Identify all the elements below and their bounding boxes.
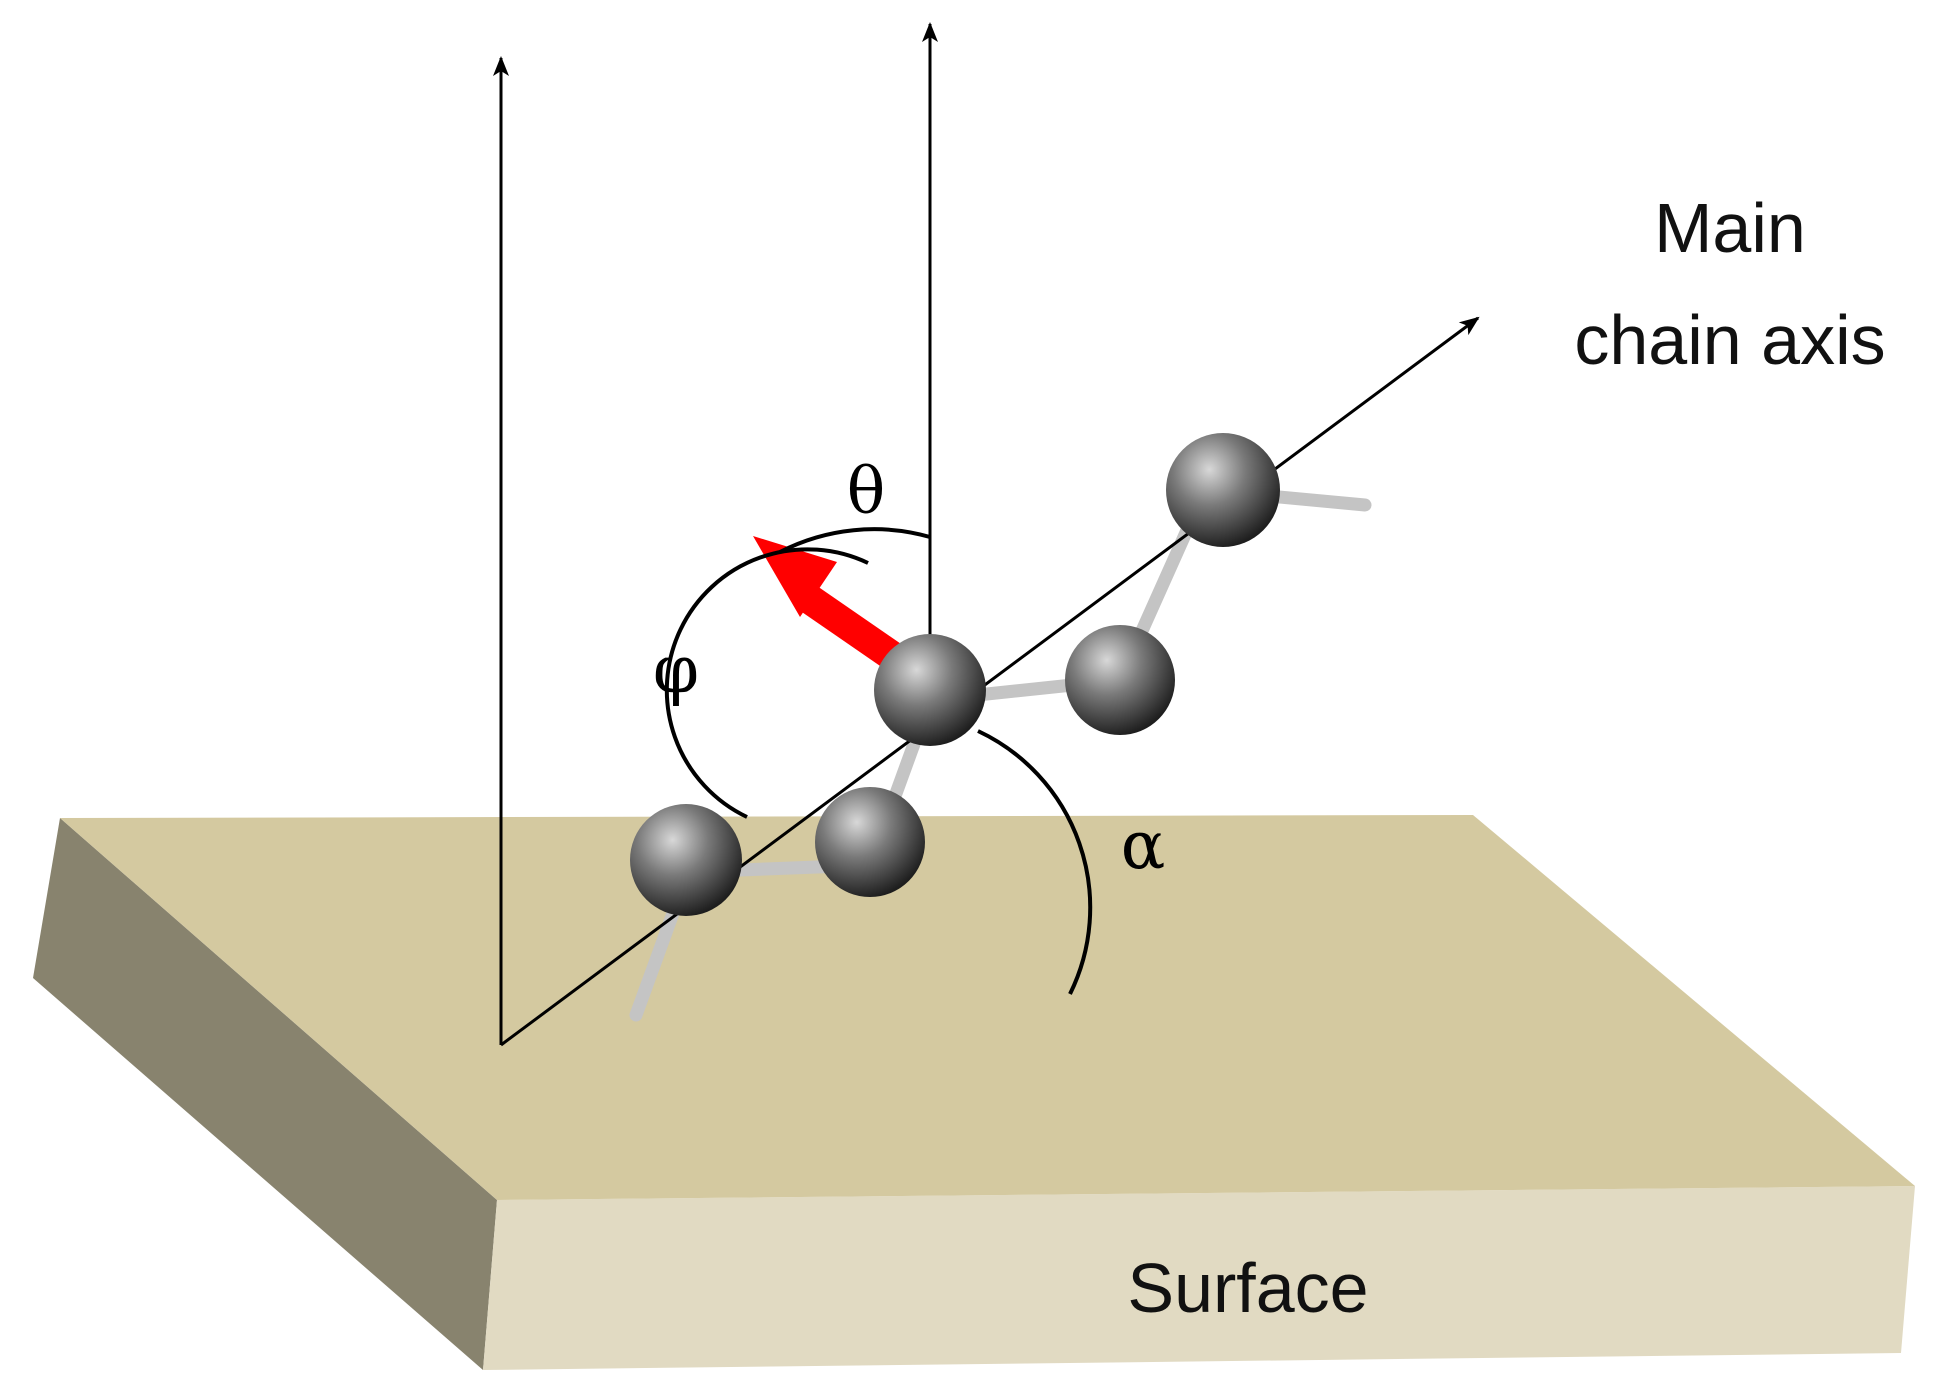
theta-label: θ bbox=[847, 455, 886, 529]
main-chain-axis-label-line2: chain axis bbox=[1574, 301, 1885, 379]
atom bbox=[630, 804, 742, 916]
phi-arc bbox=[664, 547, 869, 819]
atom bbox=[1065, 625, 1175, 735]
surface-label: Surface bbox=[1127, 1249, 1368, 1327]
atom bbox=[815, 787, 925, 897]
atom bbox=[874, 634, 986, 746]
alpha-label: α bbox=[1121, 807, 1166, 884]
red-arrow-icon bbox=[753, 536, 904, 671]
surface-front-face bbox=[483, 1186, 1915, 1370]
surface-side-face bbox=[33, 818, 497, 1370]
alpha-arc bbox=[977, 729, 1093, 995]
main-chain-axis-label-line1: Main bbox=[1654, 189, 1806, 267]
surface-top-face bbox=[60, 815, 1915, 1200]
main-chain-axis-line bbox=[500, 316, 1480, 1047]
theta-arc bbox=[779, 527, 931, 554]
atom bbox=[1166, 433, 1280, 547]
surface-slab bbox=[33, 815, 1915, 1370]
phi-label: φ bbox=[653, 631, 699, 708]
